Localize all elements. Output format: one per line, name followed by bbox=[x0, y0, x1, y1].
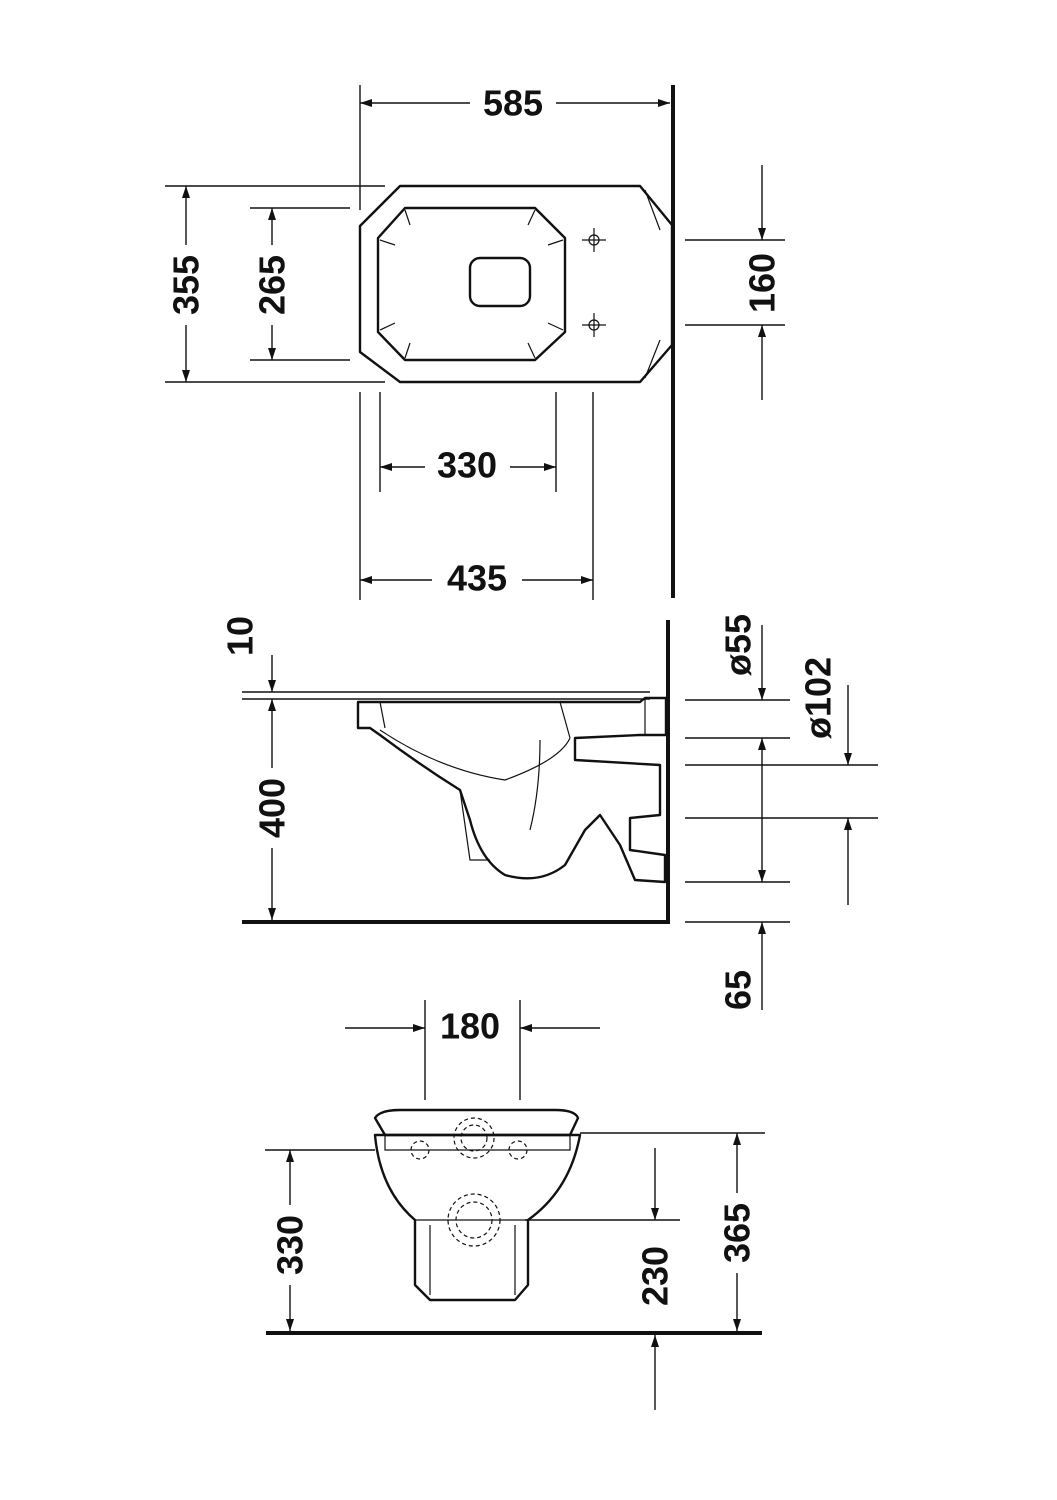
top-view: 585 355 265 160 330 435 bbox=[165, 83, 785, 600]
dimension-seat-thickness: 10 bbox=[220, 616, 261, 656]
fixing-hole-icon bbox=[582, 313, 606, 337]
dimension-fixing-to-front: 435 bbox=[447, 558, 507, 599]
toilet-outline bbox=[358, 184, 674, 384]
dimension-outlet-diameter: ø102 bbox=[798, 657, 839, 739]
dimension-outlet-height: 65 bbox=[718, 970, 759, 1010]
bowl-front-profile bbox=[373, 1133, 582, 1302]
side-view: 10 400 ø55 ø102 65 bbox=[220, 614, 878, 1010]
dimension-fixing-height: 365 bbox=[717, 1203, 758, 1263]
dimension-inlet-width: 180 bbox=[440, 1006, 500, 1047]
dimension-height: 400 bbox=[252, 778, 293, 838]
dimension-fixing-spacing: 160 bbox=[742, 253, 783, 313]
dimension-seat-length: 330 bbox=[437, 445, 497, 486]
front-view: 180 330 230 365 bbox=[265, 1000, 765, 1410]
dimension-outlet-height: 330 bbox=[270, 1215, 311, 1275]
dimension-inlet-diameter: ø55 bbox=[718, 614, 759, 676]
fixing-hole-icon bbox=[582, 228, 606, 252]
flush-opening bbox=[468, 256, 532, 308]
dimension-depth-outer: 355 bbox=[166, 255, 207, 315]
dimension-outlet-center: 230 bbox=[635, 1246, 676, 1306]
toilet-side-profile bbox=[356, 696, 668, 884]
seat-rim bbox=[373, 1108, 580, 1137]
dimension-depth-seat: 265 bbox=[252, 255, 293, 315]
seat-outline bbox=[376, 206, 567, 362]
dimension-width: 585 bbox=[483, 83, 543, 124]
